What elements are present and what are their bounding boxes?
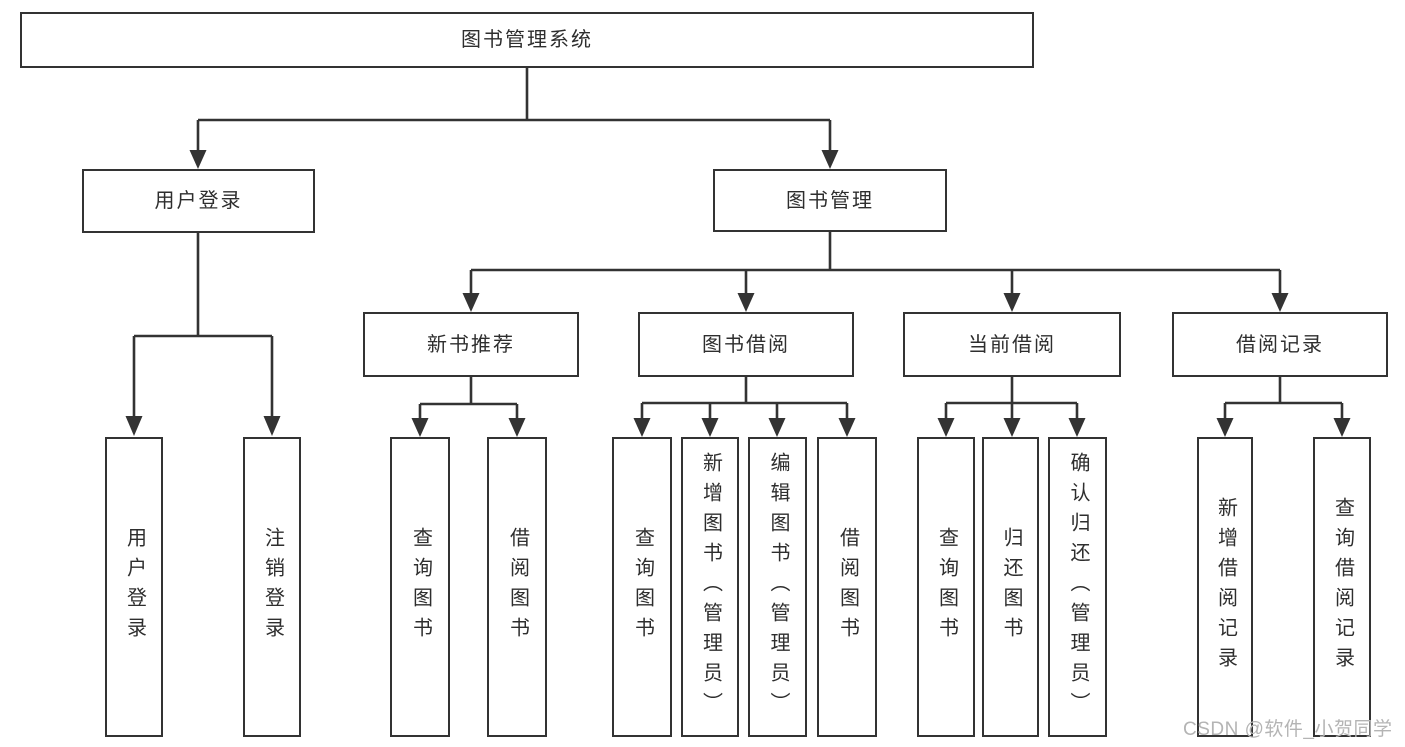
node-label: 归还图书 (1000, 527, 1022, 647)
node-borrow-books: 借阅图书 (817, 437, 877, 737)
node-borrow-records: 借阅记录 (1172, 312, 1388, 377)
node-query-borrow-record: 查询借阅记录 (1313, 437, 1371, 737)
connector-borrow-records-to-leaves (1216, 377, 1351, 437)
connector-new-book-recommend-to-leaves (411, 377, 526, 437)
watermark-text: CSDN @软件_小贺同学 (1183, 719, 1393, 740)
node-label: 查询图书 (409, 527, 432, 647)
node-logout: 注销登录 (243, 437, 301, 737)
node-label: 借阅图书 (836, 527, 859, 647)
connector-book-management-to-level2 (462, 232, 1289, 312)
node-add-book-admin: 新增图书（管理员） (681, 437, 739, 737)
node-query-books-current: 查询图书 (917, 437, 975, 737)
node-query-books-recommend: 查询图书 (390, 437, 450, 737)
node-label: 新书推荐 (427, 333, 515, 356)
node-book-management: 图书管理 (713, 169, 947, 232)
node-current-borrow: 当前借阅 (903, 312, 1121, 377)
node-user-login-leaf: 用户登录 (105, 437, 163, 737)
connector-user-login-to-leaves (125, 233, 281, 436)
node-label: 注销登录 (261, 527, 284, 647)
node-user-login: 用户登录 (82, 169, 315, 233)
node-label: 编辑图书（管理员） (767, 452, 789, 722)
node-label: 借阅图书 (506, 527, 529, 647)
node-label: 当前借阅 (968, 333, 1056, 356)
connector-book-borrow-to-leaves (633, 377, 856, 437)
node-label: 图书借阅 (702, 333, 790, 356)
node-book-borrow: 图书借阅 (638, 312, 854, 377)
node-add-borrow-record: 新增借阅记录 (1197, 437, 1253, 737)
node-label: 用户登录 (123, 527, 146, 647)
node-label: 图书管理系统 (461, 29, 593, 51)
node-root: 图书管理系统 (20, 12, 1034, 68)
node-label: 图书管理 (786, 189, 874, 212)
connector-root-to-level1 (189, 68, 839, 169)
node-label: 借阅记录 (1236, 333, 1324, 356)
node-confirm-return-admin: 确认归还（管理员） (1048, 437, 1107, 737)
node-label: 查询借阅记录 (1331, 497, 1354, 677)
node-label: 查询图书 (631, 527, 654, 647)
node-label: 查询图书 (935, 527, 958, 647)
node-new-book-recommend: 新书推荐 (363, 312, 579, 377)
node-label: 用户登录 (154, 190, 243, 212)
node-edit-book-admin: 编辑图书（管理员） (748, 437, 807, 737)
node-return-book: 归还图书 (982, 437, 1039, 737)
node-borrow-books-recommend: 借阅图书 (487, 437, 547, 737)
node-query-books-borrow: 查询图书 (612, 437, 672, 737)
node-label: 确认归还（管理员） (1067, 452, 1089, 722)
connector-current-borrow-to-leaves (937, 377, 1086, 437)
node-label: 新增图书（管理员） (699, 452, 722, 722)
node-label: 新增借阅记录 (1214, 497, 1237, 677)
